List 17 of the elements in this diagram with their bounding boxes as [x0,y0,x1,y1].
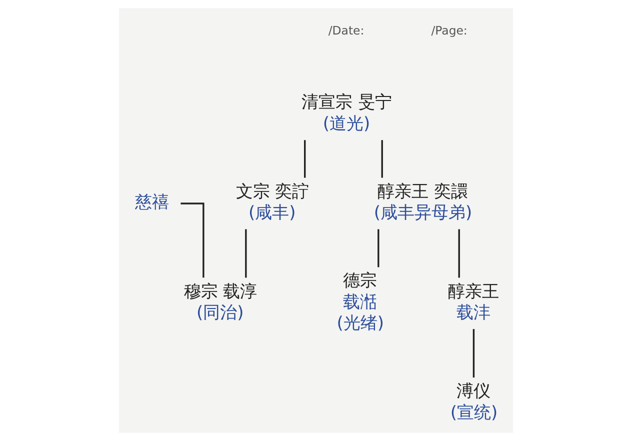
connector [377,229,379,268]
node-text: 清宣宗 旻宁 (道光) [301,92,392,134]
node-text: 醇亲王 奕譞 (咸丰异母弟) [373,182,472,224]
node-text: 文宗 奕詝 (咸丰) [235,182,309,224]
node-text: 穆宗 载淳 (同治) [183,282,257,323]
connector [458,229,460,278]
connector [380,140,382,178]
label: /Date: [328,23,364,38]
connector [244,229,246,278]
connector [472,329,474,378]
node-text: 醇亲王 载沣 [448,282,499,323]
node-text: 溥仪 (宣统) [450,382,498,423]
connector [180,202,204,278]
node-text: 德宗 载湉 (光绪) [336,271,384,334]
node-text: 慈禧 [134,192,168,213]
connector [304,140,306,178]
label: /Page: [430,23,467,38]
